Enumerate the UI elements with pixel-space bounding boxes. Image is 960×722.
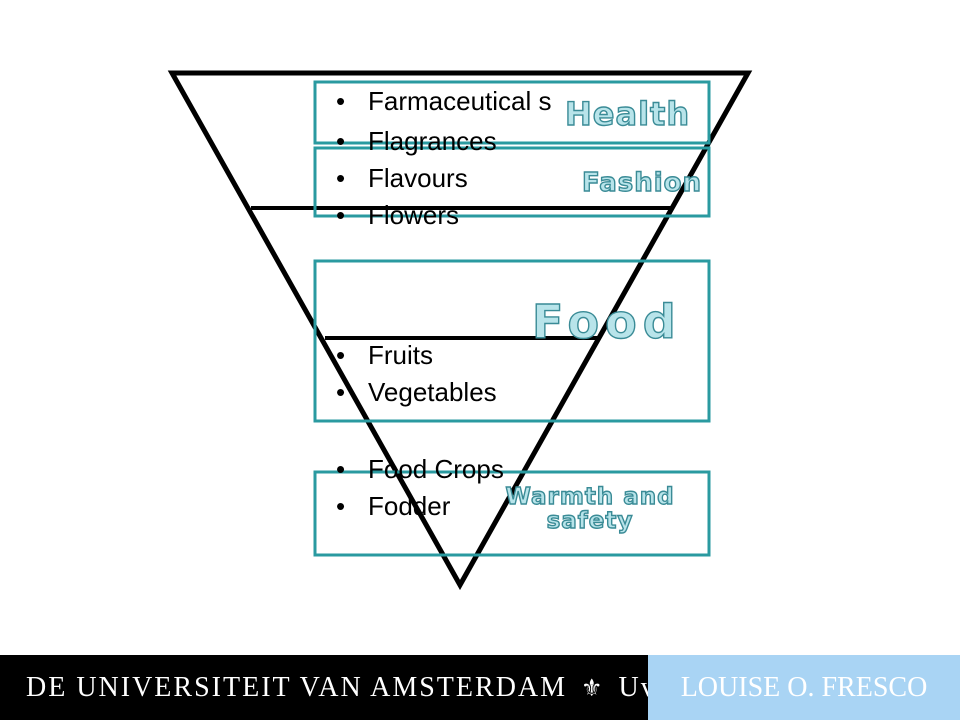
- warmth-box: [313, 470, 711, 557]
- warmth-label: Warmth and safety: [505, 484, 675, 535]
- bullet-flavours: Flavours: [336, 163, 568, 193]
- fashion-label: Fashion: [581, 168, 703, 198]
- food-box: [313, 259, 711, 423]
- bullet-farmaceuticals: Farmaceutical s: [336, 86, 568, 116]
- bullet-flagrances: Flagrances: [336, 126, 568, 156]
- uva-emblem-icon: ⚜: [581, 676, 605, 702]
- health-label: Health: [564, 95, 691, 133]
- bullet-list-group1: Farmaceutical s Flagrances Flavours Flow…: [336, 86, 568, 237]
- bullet-fruits: Fruits: [336, 340, 497, 370]
- food-label: Food: [531, 295, 682, 349]
- footer-institution: DE UNIVERSITEIT VAN AMSTERDAM⚜UvA: [0, 655, 677, 720]
- bullet-fodder: Fodder: [336, 491, 504, 521]
- bullet-list-group2: Fruits Vegetables: [336, 340, 497, 414]
- bullet-food-crops: Food Crops: [336, 454, 504, 484]
- bullet-flowers: Flowers: [336, 200, 568, 230]
- footer-bar: DE UNIVERSITEIT VAN AMSTERDAM⚜UvA LOUISE…: [0, 655, 960, 720]
- bullet-vegetables: Vegetables: [336, 377, 497, 407]
- footer-author: LOUISE O. FRESCO: [648, 655, 960, 720]
- institution-name: DE UNIVERSITEIT VAN AMSTERDAM: [26, 672, 568, 703]
- bullet-list-group3: Food Crops Fodder: [336, 454, 504, 528]
